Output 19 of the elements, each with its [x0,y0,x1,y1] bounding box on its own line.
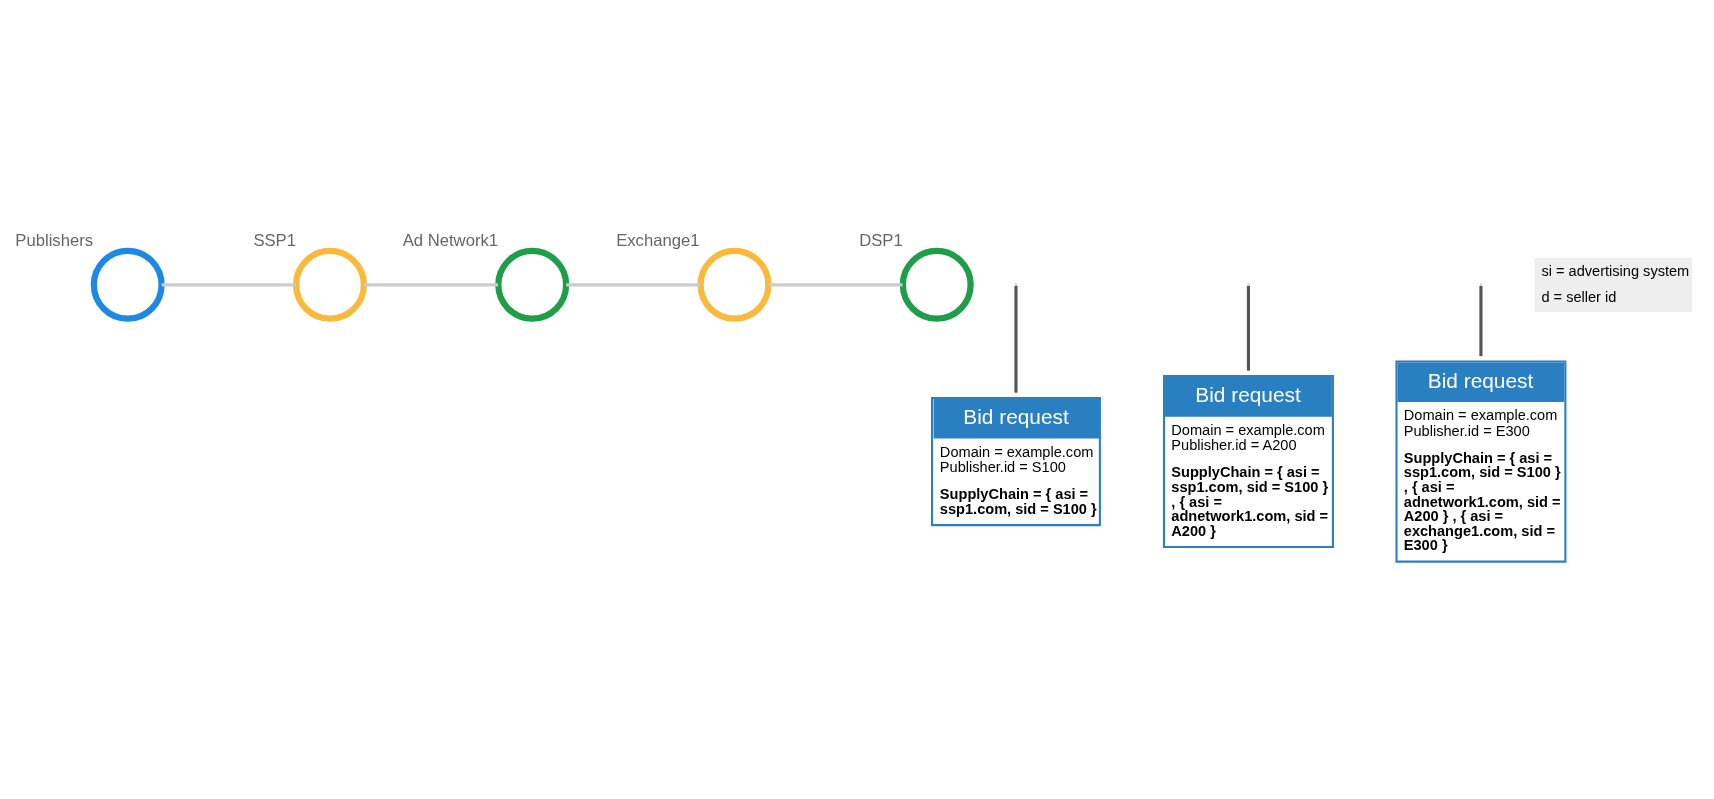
label: d = seller id [1540,288,1616,305]
node-circle [696,247,771,322]
node-label: Ad Network1 [402,230,498,250]
node-circle [494,247,569,322]
connector [1246,286,1250,371]
node-circle [899,247,974,322]
node-circle [292,247,367,322]
node-label: DSP1 [858,230,903,250]
connector [1013,286,1018,393]
label: si = advertising system [1540,262,1689,279]
node-label: Publishers [14,230,93,250]
connector [767,283,903,287]
connector [363,283,498,287]
connector [565,283,700,287]
node-label: SSP1 [252,230,296,250]
node-label: Exchange1 [615,230,700,250]
node-circle [90,247,165,322]
connector [161,283,296,287]
connector [1478,286,1482,357]
